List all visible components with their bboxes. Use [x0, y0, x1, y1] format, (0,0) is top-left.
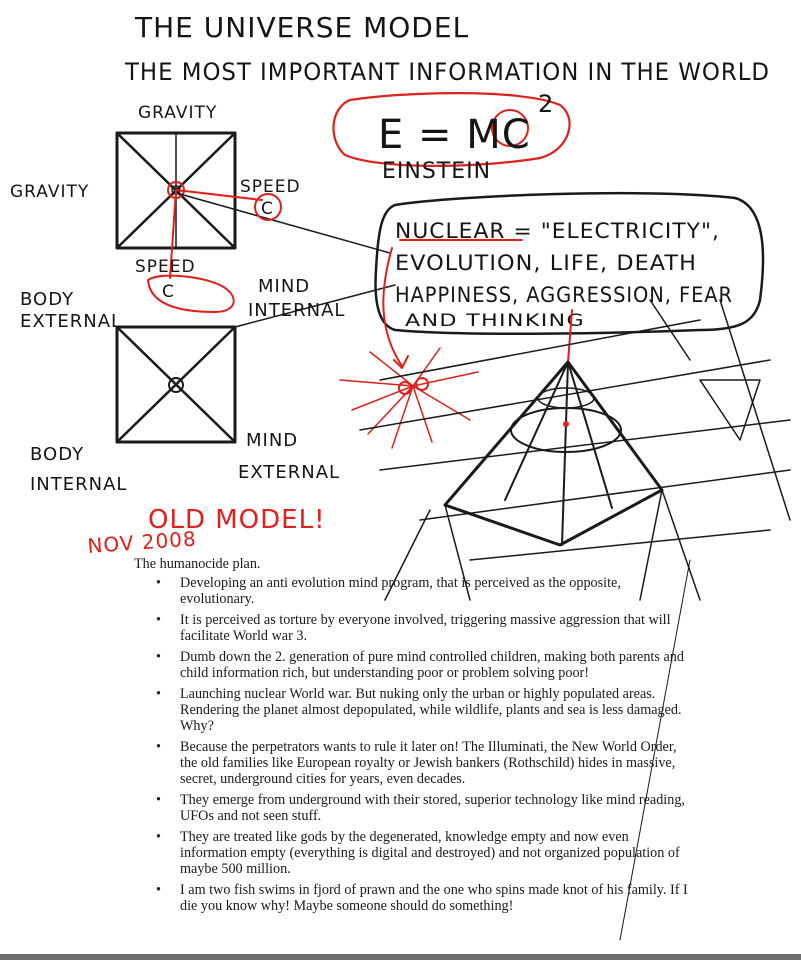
lower-center-circle	[168, 377, 184, 393]
pencil-stroke	[619, 559, 691, 941]
list-item-text: Because the perpetrators wants to rule i…	[180, 739, 677, 787]
bullet-dot: •	[156, 612, 161, 628]
old-model-label: OLD MODEL!	[148, 505, 326, 535]
list-item-text: They are treated like gods by the degene…	[180, 829, 680, 877]
lower-square	[115, 325, 237, 444]
lower-bottom-right-label-2: EXTERNAL	[238, 462, 340, 483]
ray	[391, 385, 414, 449]
lower-bottom-left-label-2: INTERNAL	[30, 474, 127, 495]
bullet-dot: •	[156, 739, 161, 755]
sketch-lines	[359, 319, 791, 561]
lower-square-diagram	[115, 284, 396, 444]
upper-right-symbol: C	[261, 199, 274, 219]
upper-bottom-symbol: C	[162, 282, 175, 302]
upper-square-diagram	[115, 131, 391, 313]
list-item: • I am two fish swims in fjord of prawn a…	[134, 882, 694, 914]
list-item: • Launching nuclear World war. But nuking…	[134, 686, 694, 734]
speech-bubble	[374, 191, 765, 336]
list-item-text: Developing an anti evolution mind progra…	[180, 575, 621, 607]
list-item-text: I am two fish swims in fjord of prawn an…	[180, 882, 688, 914]
bullet-dot: •	[156, 792, 161, 808]
bullet-dot: •	[156, 649, 161, 665]
arrow-to-eye	[382, 247, 403, 367]
ray	[351, 385, 414, 411]
upper-red-line-down	[169, 189, 177, 279]
lower-diagonal-2	[115, 325, 237, 444]
list-item: • They are treated like gods by the degen…	[134, 829, 694, 877]
upper-red-line-right	[175, 189, 263, 201]
pyramid-red-dot	[563, 421, 569, 427]
lower-top-right-label-2: INTERNAL	[248, 300, 345, 321]
pyramid-edges	[504, 361, 613, 546]
upper-bottom-label: SPEED	[135, 257, 196, 277]
list-item: • It is perceived as torture by everyone …	[134, 612, 694, 644]
bubble-line-4: AND THINKING	[405, 311, 585, 331]
upper-left-label: GRAVITY	[10, 182, 89, 202]
upper-top-label: GRAVITY	[138, 103, 217, 123]
page-title: THE UNIVERSE MODEL	[134, 11, 469, 44]
eye-circle-right	[415, 377, 429, 391]
arrow-to-apex	[567, 309, 573, 363]
ray	[412, 385, 433, 443]
upper-right-label: SPEED	[240, 177, 301, 197]
lower-top-left-label-2: EXTERNAL	[20, 311, 122, 332]
lower-connector-line	[234, 284, 396, 328]
equation-red-circle	[332, 92, 571, 167]
bubble-line-2: EVOLUTION, LIFE, DEATH	[395, 251, 697, 275]
red-eye-rays	[339, 347, 479, 449]
bullet-dot: •	[156, 829, 161, 845]
bullet-dot: •	[156, 575, 161, 591]
bubble-line-3: HAPPINESS, AGGRESSION, FEAR	[395, 283, 733, 307]
typed-heading: The humanocide plan.	[134, 556, 261, 572]
sketch-legs	[384, 489, 701, 601]
red-arrows	[382, 247, 573, 369]
bottom-c-red-shape	[147, 274, 235, 313]
scan-bottom-edge	[0, 954, 801, 960]
page-subtitle: THE MOST IMPORTANT INFORMATION IN THE WO…	[124, 58, 770, 86]
list-item-text: Dumb down the 2. generation of pure mind…	[180, 649, 684, 681]
bubble-line-1: NUCLEAR = "ELECTRICITY",	[395, 219, 720, 243]
lower-top-right-label-1: MIND	[258, 276, 310, 297]
pyramid-sketch	[359, 299, 791, 601]
list-item: • They emerge from underground with their…	[134, 792, 694, 824]
ray	[339, 379, 414, 387]
old-model-date: NOV 2008	[87, 526, 198, 558]
typed-bullet-list: • Developing an anti evolution mind progr…	[134, 575, 694, 914]
ray	[367, 385, 414, 435]
lower-bottom-left-label-1: BODY	[30, 444, 84, 465]
pyramid-ring-small	[537, 387, 595, 409]
lower-top-left-label-1: BODY	[20, 289, 74, 310]
equation-text: E = MC	[378, 112, 531, 158]
list-item-text: Launching nuclear World war. But nuking …	[180, 686, 682, 734]
list-item-text: They emerge from underground with their …	[180, 792, 685, 824]
bullet-dot: •	[156, 686, 161, 702]
sketch-side	[649, 299, 791, 521]
c-red-circle	[491, 109, 529, 147]
ray	[412, 347, 441, 387]
typed-text-block: The humanocide plan. • Developing an anti…	[134, 556, 694, 919]
arrow-head-eye	[393, 355, 409, 369]
list-item-text: It is perceived as torture by everyone i…	[180, 612, 671, 644]
ray	[412, 385, 471, 421]
list-item: • Dumb down the 2. generation of pure min…	[134, 649, 694, 681]
lower-bottom-right-label-1: MIND	[246, 430, 298, 451]
connector-to-bubble	[179, 193, 391, 254]
equation-author: EINSTEIN	[382, 159, 491, 184]
list-item: • Because the perpetrators wants to rule …	[134, 739, 694, 787]
list-item: • Developing an anti evolution mind progr…	[134, 575, 694, 607]
equation-exponent: 2	[538, 90, 554, 118]
right-c-red-circle	[254, 193, 282, 221]
bullet-dot: •	[156, 882, 161, 898]
ray	[412, 371, 479, 387]
ray	[369, 351, 414, 387]
